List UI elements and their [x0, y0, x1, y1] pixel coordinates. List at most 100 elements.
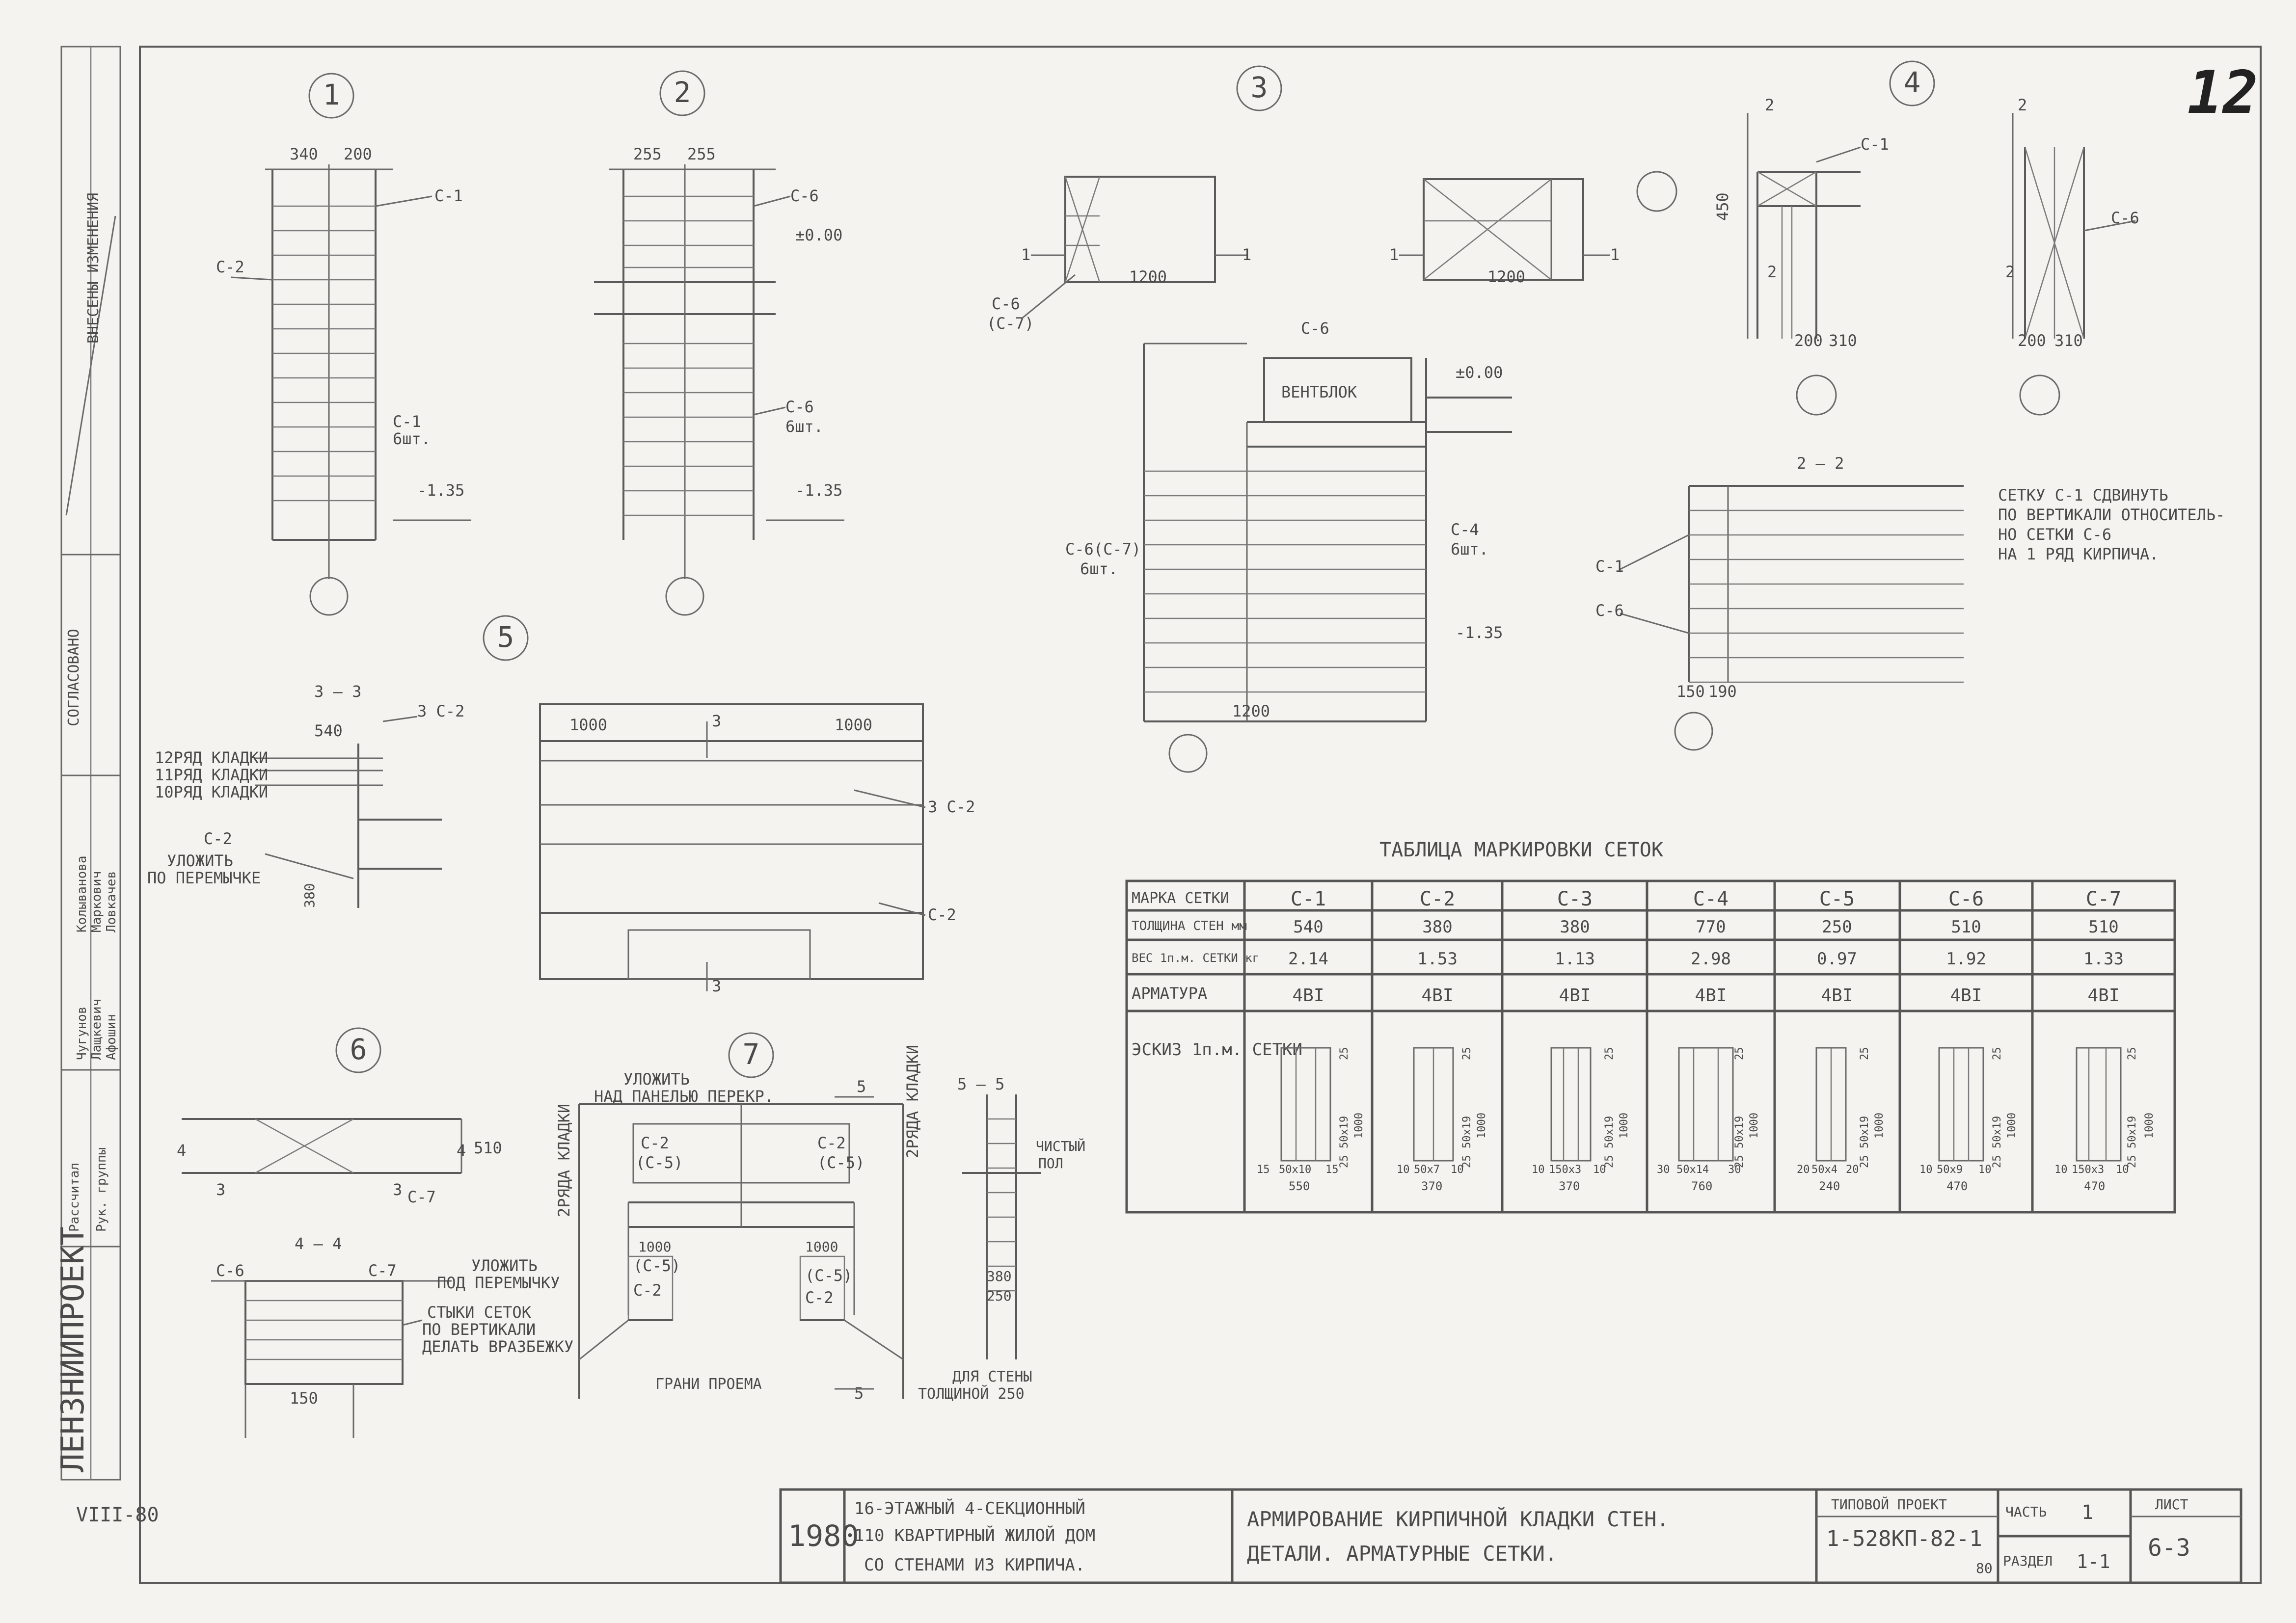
- d5p-dim-1: 1000: [835, 716, 872, 734]
- d6-sec-1: 4: [457, 1141, 466, 1160]
- d4-label-0: С-1: [1861, 135, 1889, 154]
- mesh-sk-6: 25: [1338, 1155, 1351, 1169]
- d44-note1-1: ПОД ПЕРЕМЫЧКУ: [437, 1274, 560, 1292]
- d4-sec-3: 2: [2005, 263, 2015, 281]
- mesh-sk-2: 10: [1978, 1164, 1992, 1176]
- d4-dim-1: 310: [1829, 331, 1857, 350]
- mesh-rebar: 4ВI: [1559, 985, 1591, 1006]
- d7-label-4: С-2: [633, 1281, 662, 1300]
- mesh-sk-0: 10: [1397, 1164, 1410, 1176]
- sheet-bottom-code: VIII-80: [76, 1504, 159, 1526]
- d1-dim-0: 340: [290, 145, 318, 163]
- d7-sec-1: 5: [854, 1384, 864, 1403]
- section-5-5: 5 — 5 ЧИСТЫЙ ПОЛ 380 250 ДЛЯ СТЕНЫ ТОЛЩИ…: [918, 1075, 1085, 1403]
- tb-project-code: 1-528КП-82-1: [1826, 1526, 1982, 1551]
- side-stamp: ЛЕНЗНИИПРОЕКТ Рук. группы Рассчитал Афош…: [55, 46, 159, 1526]
- mesh-sk-1: 50x4: [1811, 1164, 1837, 1176]
- mesh-rebar: 4ВI: [1695, 985, 1727, 1006]
- d4-dim-2: 450: [1713, 192, 1732, 221]
- detail-3b: 1200 1 1: [1389, 178, 1620, 286]
- mesh-sk-6: 25: [1603, 1155, 1616, 1169]
- d3-dim-0: 1200: [1129, 267, 1167, 286]
- mesh-col-3: С-4 770 2.98 4ВI 30 50x14 30 760 25 50x1…: [1657, 888, 1760, 1193]
- d6-sec-2: 3: [216, 1180, 225, 1199]
- detail-marker-6-label: 6: [350, 1033, 367, 1066]
- detail-marker-7: [728, 1032, 774, 1078]
- stamp-name-3: Ловкачев: [104, 871, 119, 932]
- d7-side-1: 2РЯДА КЛАДКИ: [903, 1045, 922, 1158]
- d3-section-circle: [1168, 734, 1208, 773]
- tb-year: 1980: [788, 1519, 859, 1553]
- detail-6: 6 4 4 3 3 510 С-7: [177, 1027, 502, 1206]
- d7-label-2: С-2: [817, 1134, 846, 1152]
- mesh-col-5: С-6 510 1.92 4ВI 10 50x9 10 470 25 50x19…: [1919, 888, 2018, 1193]
- note-line-0: СЕТКУ С-1 СДВИНУТЬ: [1998, 486, 2168, 505]
- d44-title: 4 — 4: [295, 1234, 342, 1253]
- d2-label-2: 6шт.: [785, 417, 823, 436]
- mesh-sk-7: 1000: [1873, 1113, 1886, 1139]
- mesh-sk-1: 50x9: [1937, 1164, 1963, 1176]
- mesh-weight: 0.97: [1817, 949, 1857, 969]
- mesh-weight: 2.98: [1691, 949, 1731, 969]
- mesh-sketch: [2076, 1047, 2122, 1162]
- detail-marker-6: [335, 1027, 381, 1073]
- note-line-2: НО СЕТКИ С-6: [1998, 525, 2111, 544]
- detail-marker-7-label: 7: [743, 1038, 760, 1071]
- detail-marker-1-label: 1: [323, 78, 340, 111]
- d7-label-5: (С-5): [633, 1256, 680, 1275]
- detail-marker-1: [308, 73, 354, 119]
- stamp-name-2: Чугунов: [75, 1006, 89, 1060]
- mesh-sk-0: 20: [1797, 1164, 1810, 1176]
- d44-label-0: С-6: [216, 1261, 244, 1280]
- mesh-table: ТАБЛИЦА МАРКИРОВКИ СЕТОК МАРКА СЕТКИ ТОЛ…: [1125, 839, 2176, 1214]
- stamp-name-4: Маркович: [89, 871, 104, 932]
- d5-small-dim: 380: [301, 883, 318, 908]
- detail-marker-4: [1889, 60, 1935, 106]
- d3-dim-1: 1200: [1232, 702, 1270, 720]
- detail-marker-4-label: 4: [1904, 66, 1921, 99]
- d1-section-circle: [309, 577, 349, 616]
- corner-sheet-number: 12: [2188, 59, 2259, 127]
- mesh-sk-7: 1000: [1618, 1113, 1630, 1139]
- tb-desc-1: 110 КВАРТИРНЫЙ ЖИЛОЙ ДОМ: [854, 1525, 1095, 1545]
- d5-dim: 540: [314, 721, 343, 740]
- d6-sec-0: 4: [177, 1141, 186, 1160]
- d7-bottom: ГРАНИ ПРОЕМА: [655, 1376, 762, 1393]
- d7-label-1: (С-5): [636, 1153, 683, 1172]
- mesh-sk-4: 25: [1733, 1047, 1746, 1061]
- mesh-table-title: ТАБЛИЦА МАРКИРОВКИ СЕТОК: [1379, 839, 1663, 861]
- mesh-weight: 1.33: [2083, 949, 2124, 969]
- d1-label-2: С-1: [393, 412, 421, 431]
- mesh-sk-4: 25: [2126, 1047, 2138, 1061]
- mesh-sketch: [1280, 1047, 1331, 1162]
- d7-sec-0: 5: [857, 1077, 866, 1096]
- d3-label-7: ВЕНТБЛОК: [1281, 383, 1357, 401]
- tb-code-suffix: 80: [1976, 1560, 1993, 1576]
- d7-label-7: (С-5): [805, 1266, 852, 1285]
- d4-dim-3: 200: [2018, 331, 2046, 350]
- d55-dim-0: 380: [987, 1268, 1012, 1284]
- tb-sheet-label: ЛИСТ: [2155, 1496, 2188, 1513]
- d5-sub: С-2: [204, 829, 232, 848]
- d3-level-1: -1.35: [1456, 623, 1503, 642]
- mesh-sk-3: 470: [1946, 1179, 1968, 1193]
- d44-note2-0: СТЫКИ СЕТОК: [427, 1303, 532, 1322]
- mesh-row-header-3: АРМАТУРА: [1132, 984, 1207, 1003]
- d55-title: 5 — 5: [957, 1075, 1004, 1093]
- detail-marker-2-label: 2: [674, 76, 691, 109]
- d1-label-0: С-1: [434, 186, 463, 205]
- detail-2: 2 255 255 С-6 С-6 6шт. ±0.00 -1.35: [594, 70, 844, 616]
- d7-side-0: 2РЯДА КЛАДКИ: [555, 1104, 573, 1217]
- d6-label: С-7: [407, 1188, 436, 1206]
- tb-desc-0: 16-ЭТАЖНЫЙ 4-СЕКЦИОННЫЙ: [854, 1498, 1085, 1518]
- d3-label-0: С-6: [992, 294, 1020, 313]
- mesh-row-header-2: ВЕС 1п.м. СЕТКИ кг: [1132, 951, 1259, 965]
- detail-5: 5 3 — 3 540 3 С-2 12РЯД КЛАДКИ 11РЯД КЛА…: [147, 615, 529, 908]
- d4-label-1: С-6: [2111, 209, 2139, 227]
- tb-title-0: АРМИРОВАНИЕ КИРПИЧНОЙ КЛАДКИ СТЕН.: [1247, 1507, 1669, 1531]
- d55-note1-1: ПОЛ: [1038, 1155, 1063, 1171]
- mesh-sk-3: 370: [1559, 1179, 1580, 1193]
- d1-label-3: 6шт.: [393, 429, 431, 448]
- mesh-sk-7: 1000: [2143, 1113, 2156, 1139]
